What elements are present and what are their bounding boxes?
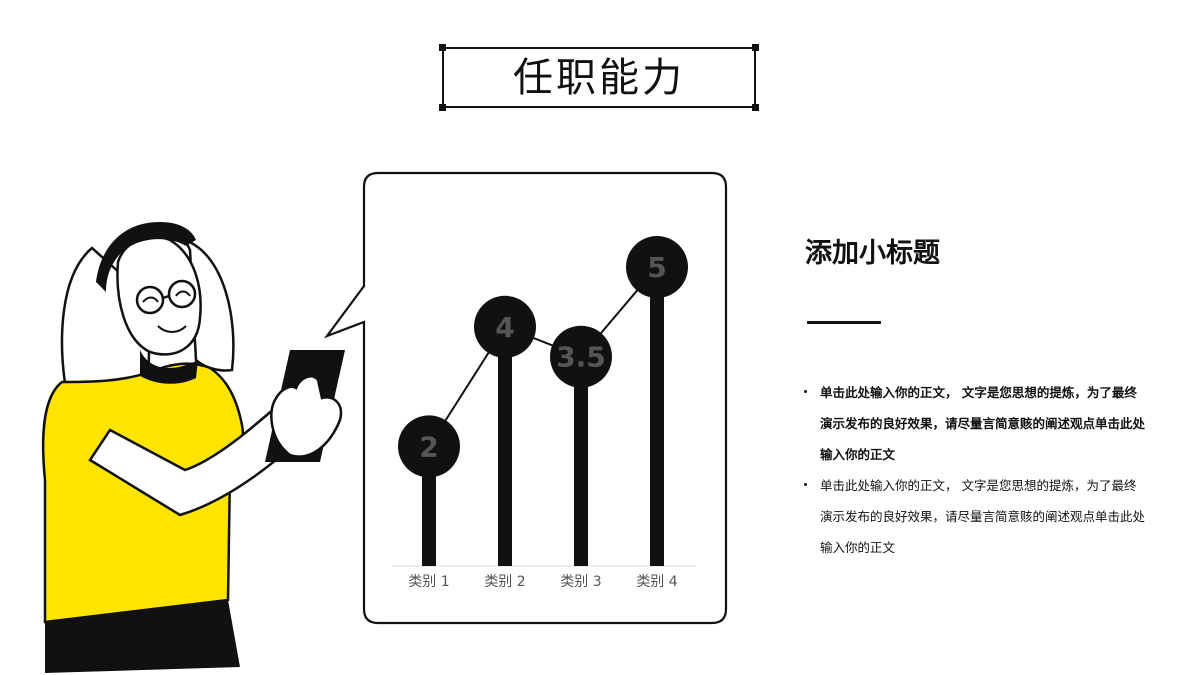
series-line <box>428 266 658 447</box>
data-label: 3.5 <box>556 341 606 374</box>
person-holding-phone-illustration <box>41 222 345 673</box>
title-corner-marker <box>439 104 446 111</box>
data-point-marker <box>626 236 688 298</box>
x-tick-label: 类别 2 <box>484 574 525 590</box>
subtitle-underline <box>807 321 881 324</box>
value-stem-bar <box>498 326 512 566</box>
title-corner-marker <box>752 44 759 51</box>
eye-left <box>142 296 159 303</box>
neck-shadow-shape <box>140 350 198 384</box>
hand-shape <box>270 375 343 458</box>
page-title-box: 任职能力 <box>439 44 759 111</box>
hair-right-shape <box>182 237 235 372</box>
x-tick-label: 类别 1 <box>408 574 449 590</box>
data-label: 2 <box>419 430 438 463</box>
section-subtitle: 添加小标题 <box>805 238 940 269</box>
bullet-list: 单击此处输入你的正文， 文字是您思想的提炼，为了最终演示发布的良好效果，请尽量言… <box>803 377 1148 563</box>
data-label: 4 <box>495 311 514 344</box>
glasses-bridge <box>162 294 170 300</box>
data-point-marker <box>398 415 460 478</box>
data-point-marker <box>550 325 612 388</box>
glasses-right-lens <box>167 279 197 309</box>
x-tick-label: 类别 3 <box>560 574 601 590</box>
bullet-paragraph-bold: 单击此处输入你的正文， 文字是您思想的提炼，为了最终演示发布的良好效果，请尽量言… <box>803 377 1148 470</box>
value-stem-bar <box>574 356 588 566</box>
headband-shape <box>96 222 196 292</box>
data-label: 5 <box>647 251 666 284</box>
bullet-paragraph: 单击此处输入你的正文， 文字是您思想的提炼，为了最终演示发布的良好效果，请尽量言… <box>803 470 1148 563</box>
data-point-marker <box>474 295 536 358</box>
title-corner-marker <box>752 104 759 111</box>
x-tick-label: 类别 4 <box>636 574 677 590</box>
glasses-left-lens <box>135 285 165 315</box>
eye-right <box>175 290 191 297</box>
smile-mouth <box>157 325 187 333</box>
dark-pants-shape <box>45 600 240 673</box>
page-title: 任职能力 <box>513 54 685 101</box>
value-stem-bar <box>650 267 664 566</box>
title-corner-marker <box>439 44 446 51</box>
